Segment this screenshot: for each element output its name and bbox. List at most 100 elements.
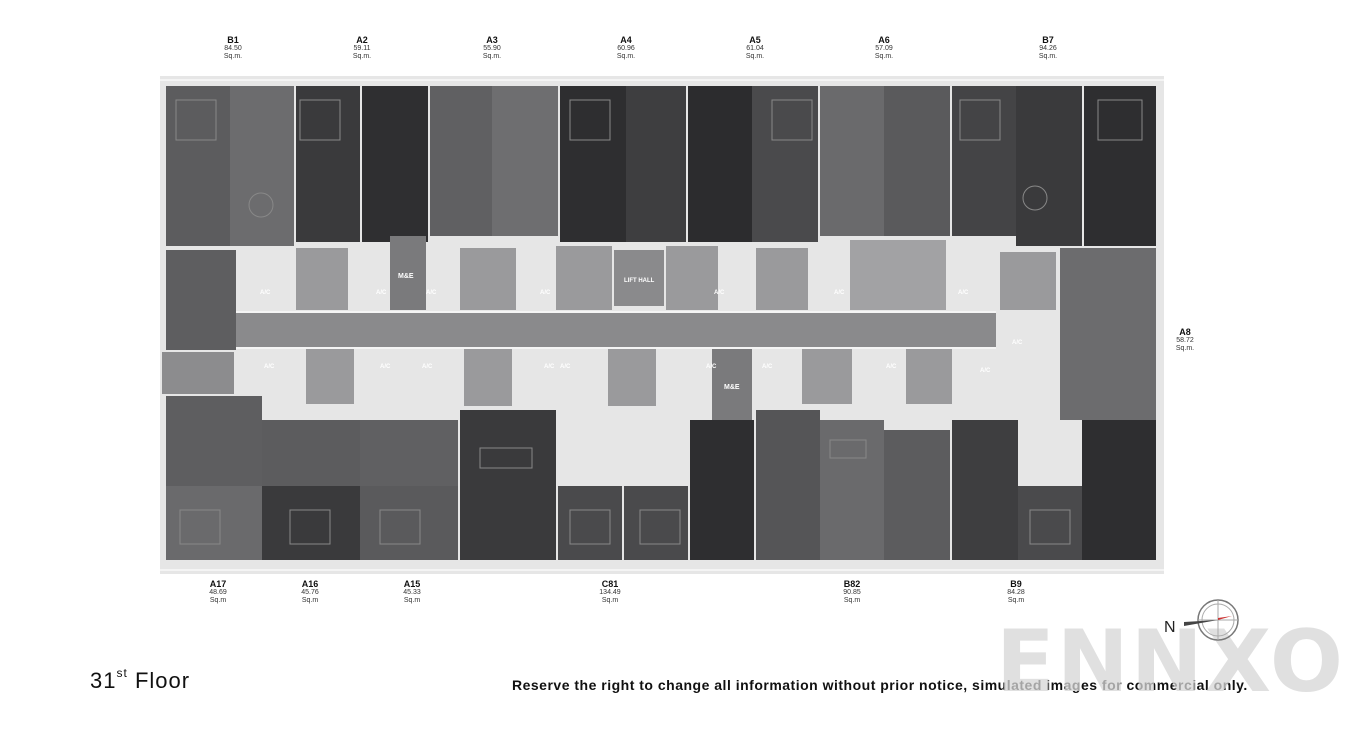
unit-code: A2: [356, 35, 368, 45]
unit-area: 61.04: [746, 45, 764, 53]
ac-label: A/C: [706, 364, 717, 370]
lift-7: [306, 348, 354, 404]
unit-a6-living: [820, 86, 884, 236]
unit-a16-bedroom: [262, 486, 360, 560]
unit-b9-living: [952, 420, 1018, 560]
unit-sqm: Sq.m: [301, 596, 319, 604]
me-label-top: M&E: [398, 273, 414, 280]
unit-a17-living: [166, 396, 262, 486]
unit-area: 84.50: [224, 45, 242, 53]
me-room-bottom: [712, 348, 752, 420]
unit-a16-living: [262, 420, 360, 486]
ac-label: A/C: [834, 290, 845, 296]
unit-a2-bedroom: [296, 86, 360, 242]
unit-c81-master: [690, 420, 754, 560]
unit-b1-living: [230, 86, 294, 246]
unit-a15-bedroom: [360, 486, 458, 560]
unit-area: 45.33: [403, 589, 421, 597]
unit-a6-bedroom: [884, 86, 950, 236]
unit-sqm: Sq.m.: [874, 52, 894, 60]
unit-label-b9: B9 84.28 Sq.m: [981, 579, 1051, 604]
corridor: [236, 312, 996, 348]
unit-area: 134.49: [599, 589, 621, 597]
unit-sqm: Sq.m.: [1038, 52, 1058, 60]
unit-code: A17: [209, 579, 227, 589]
unit-label-a8: A8 58.72 Sq.m.: [1150, 327, 1220, 352]
unit-b7-bedroom: [952, 86, 1016, 236]
unit-area: 90.85: [843, 589, 861, 597]
ac-label: A/C: [980, 368, 991, 374]
ac-label: A/C: [260, 290, 271, 296]
unit-code: B1: [227, 35, 239, 45]
ac-label: A/C: [560, 364, 571, 370]
unit-code: A6: [878, 35, 890, 45]
lift-hall-label: LIFT HALL: [624, 278, 655, 284]
floor-suffix: st: [116, 666, 128, 680]
unit-label-c81: C81 134.49 Sq.m: [575, 579, 645, 604]
lift-6: [1000, 252, 1056, 310]
unit-b82-living: [820, 420, 884, 560]
unit-area: 60.96: [617, 45, 635, 53]
unit-code: A3: [486, 35, 498, 45]
unit-a17-bedroom: [166, 486, 262, 560]
unit-area: 59.11: [353, 45, 371, 53]
me-room-top: [390, 236, 426, 310]
ac-label: A/C: [264, 364, 275, 370]
unit-a5-living: [688, 86, 752, 242]
unit-sqm: Sq.m.: [1175, 344, 1195, 352]
lift-hall: [614, 250, 664, 306]
unit-code: A15: [403, 579, 421, 589]
ac-label: A/C: [886, 364, 897, 370]
lift-5: [756, 248, 808, 310]
unit-b82-master: [884, 430, 950, 560]
lift-8: [464, 348, 512, 406]
unit-label-a16: A16 45.76 Sq.m: [275, 579, 345, 604]
ac-label: A/C: [422, 364, 433, 370]
unit-area: 48.69: [209, 589, 227, 597]
unit-label-a4: A4 60.96 Sq.m.: [591, 35, 661, 60]
unit-sqm: Sq.m.: [352, 52, 372, 60]
unit-code: A8: [1179, 327, 1191, 337]
unit-area: 84.28: [1007, 589, 1025, 597]
me-label-bottom: M&E: [724, 384, 740, 391]
unit-label-a17: A17 48.69 Sq.m: [183, 579, 253, 604]
unit-a5-bedroom: [752, 86, 818, 242]
disclaimer-text: Reserve the right to change all informat…: [512, 677, 1248, 693]
furniture: [175, 99, 1143, 545]
unit-area: 45.76: [301, 589, 319, 597]
unit-code: C81: [601, 579, 619, 589]
stair-top: [850, 240, 946, 310]
compass-north-label: N: [1164, 619, 1176, 636]
lift-3: [556, 246, 612, 310]
ac-label: A/C: [540, 290, 551, 296]
lift-10: [802, 348, 852, 404]
unit-sqm: Sq.m: [1007, 596, 1025, 604]
unit-c81-bed1: [558, 486, 622, 560]
lift-11: [906, 348, 952, 404]
unit-label-a15: A15 45.33 Sq.m: [377, 579, 447, 604]
unit-a2-living: [362, 86, 428, 242]
unit-code: A16: [301, 579, 319, 589]
unit-code: B82: [843, 579, 861, 589]
unit-area: 55.90: [483, 45, 501, 53]
ac-label: A/C: [376, 290, 387, 296]
unit-sqm: Sq.m.: [745, 52, 765, 60]
unit-area: 94.26: [1039, 45, 1057, 53]
unit-code: B7: [1042, 35, 1054, 45]
compass-icon: N: [1164, 599, 1239, 641]
unit-label-b82: B82 90.85 Sq.m: [817, 579, 887, 604]
stair-left: [162, 352, 234, 394]
unit-c81-bed2: [624, 486, 688, 560]
unit-b1-bath: [166, 250, 236, 350]
unit-b9-master: [1082, 420, 1156, 560]
bottom-units: [166, 396, 1156, 560]
ac-label: A/C: [714, 290, 725, 296]
unit-label-a2: A2 59.11 Sq.m.: [327, 35, 397, 60]
unit-b1-bedroom: [166, 86, 230, 246]
unit-label-a3: A3 55.90 Sq.m.: [457, 35, 527, 60]
unit-b82-bed: [756, 410, 820, 560]
unit-a3-living: [430, 86, 492, 236]
unit-a8: [1060, 248, 1156, 420]
wall-lines: [160, 79, 1164, 571]
